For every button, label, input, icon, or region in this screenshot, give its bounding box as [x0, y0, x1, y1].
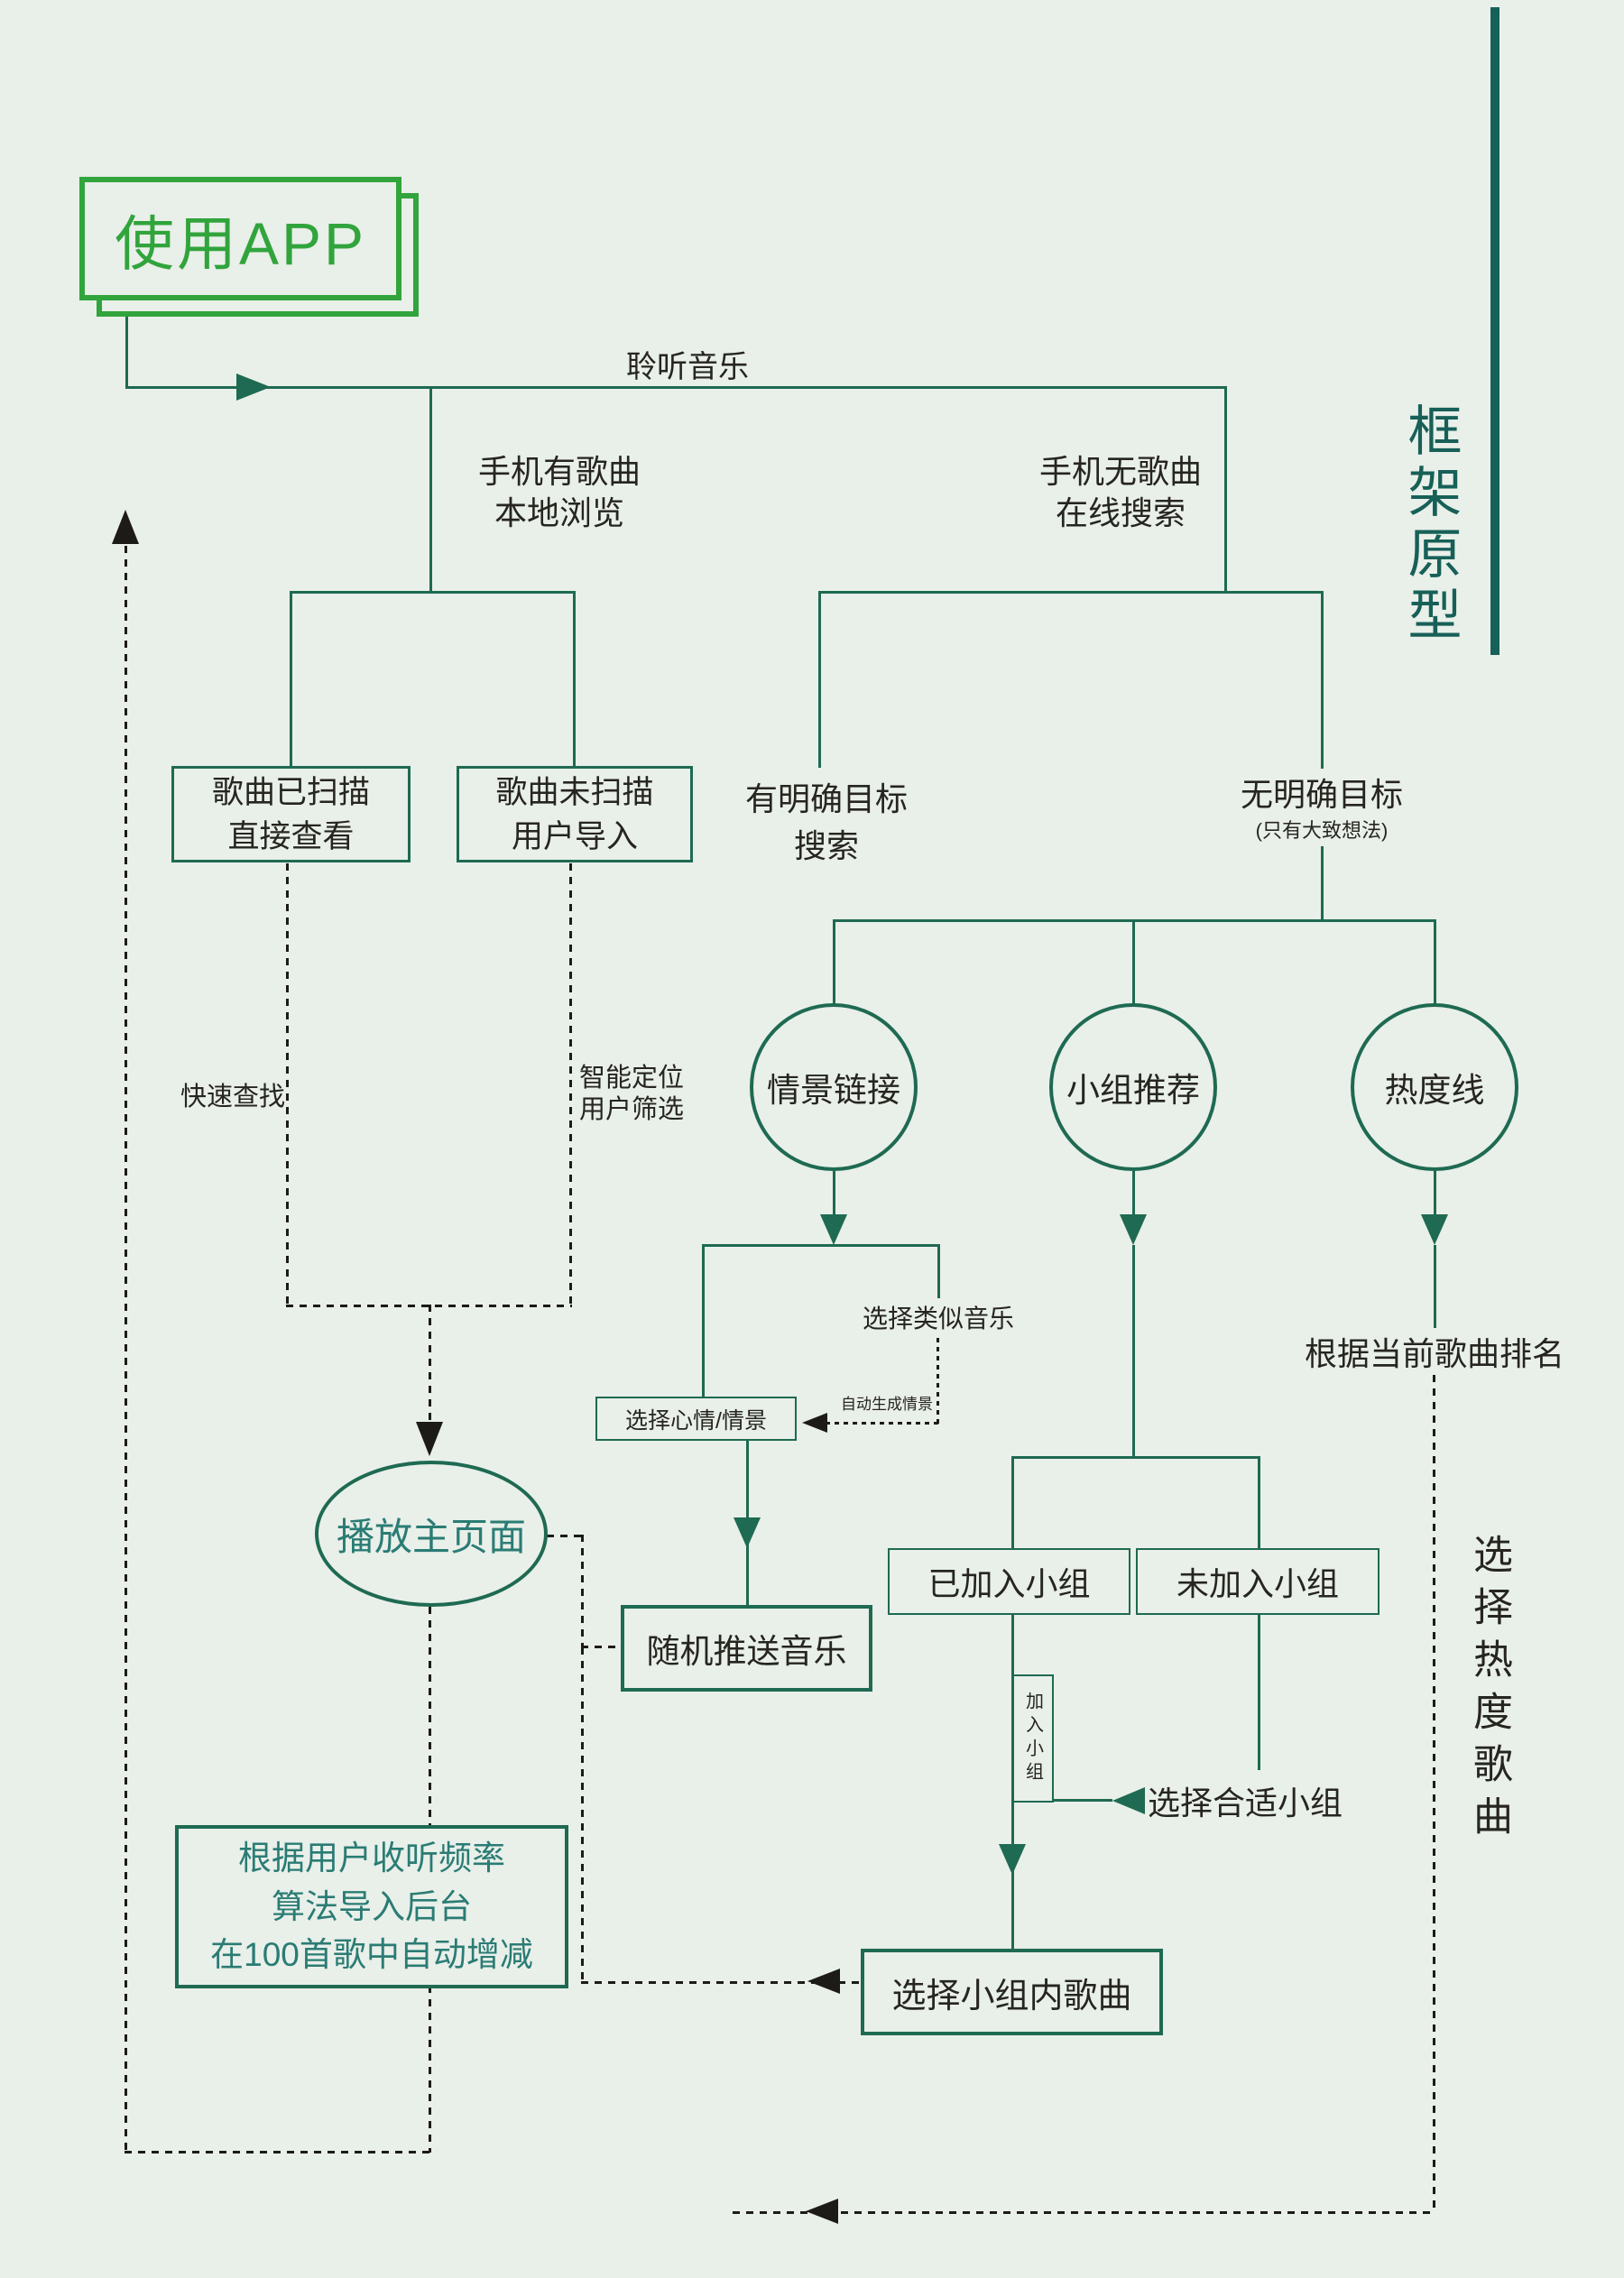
connector: [1258, 1456, 1260, 1548]
choose-similar-label: 选择类似音乐: [862, 1305, 1014, 1333]
unscanned-box: 歌曲未扫描 用户导入: [457, 766, 693, 862]
connector: [1011, 1456, 1260, 1459]
frame-title: 框架原型: [1400, 402, 1461, 648]
algorithm-line3: 在100首歌中自动增减: [210, 1936, 533, 1974]
listen-label: 聆听音乐: [626, 350, 749, 384]
connector: [125, 386, 1227, 389]
dashed-connector: [125, 2151, 432, 2153]
unclear-goal-label: 无明确目标 (只有大致想法): [1186, 774, 1457, 844]
connector: [937, 1244, 940, 1298]
connector: [125, 314, 128, 387]
dashed-arrow-left: [806, 2199, 838, 2224]
dashed-connector: [581, 1646, 621, 1648]
joined-group-box: 已加入小组: [888, 1548, 1130, 1615]
local-browse-label: 手机有歌曲 本地浏览: [451, 451, 668, 534]
algorithm-line2: 算法导入后台: [271, 1887, 472, 1925]
scanned-box: 歌曲已扫描 直接查看: [171, 766, 411, 862]
connector: [1434, 1245, 1436, 1328]
quick-find-label: 快速查找: [180, 1083, 286, 1111]
dashed-connector: [125, 546, 127, 2153]
dashed-connector: [1433, 1375, 1435, 2214]
algorithm-line1: 根据用户收听频率: [237, 1840, 505, 1877]
dashed-connector: [547, 1535, 584, 1537]
current-rank-label: 根据当前歌曲排名: [1304, 1335, 1564, 1372]
app-start-box: 使用APP: [79, 177, 401, 300]
connector: [1321, 846, 1324, 922]
connector: [1258, 1615, 1260, 1770]
dashed-arrow-up: [112, 510, 139, 544]
scanned-line1: 歌曲已扫描: [211, 774, 370, 810]
unclear-goal-line1: 无明确目标: [1240, 776, 1403, 813]
connector: [818, 591, 1324, 594]
scanned-line2: 直接查看: [227, 818, 355, 854]
choose-fit-group-label: 选择合适小组: [1148, 1785, 1343, 1821]
connector: [1434, 1171, 1436, 1214]
join-group-label: 加入小组: [1022, 1692, 1043, 1785]
connector: [1434, 919, 1436, 1005]
connector: [833, 1171, 835, 1214]
frame-title-bar: [1490, 7, 1499, 655]
flow-arrow-down: [734, 1517, 761, 1548]
flow-arrow-right: [236, 374, 271, 401]
dotted-connector: [817, 1422, 939, 1425]
connector: [833, 919, 835, 1005]
connector: [1011, 1799, 1112, 1802]
flow-arrow-down: [1421, 1214, 1448, 1245]
connector: [818, 591, 821, 768]
online-search-label: 手机无歌曲 在线搜索: [1017, 451, 1224, 534]
clear-goal-line1: 有明确目标: [744, 780, 908, 817]
dashed-connector: [581, 1647, 584, 1984]
dashed-connector: [429, 1305, 431, 1422]
unscanned-line2: 用户导入: [511, 818, 638, 854]
dotted-arrow-left: [802, 1413, 827, 1433]
online-search-line1: 手机无歌曲: [1038, 453, 1202, 490]
unscanned-line1: 歌曲未扫描: [495, 774, 654, 810]
not-joined-group-box: 未加入小组: [1136, 1548, 1379, 1615]
smart-locate-line1: 智能定位: [578, 1064, 684, 1093]
flow-arrow-down: [820, 1214, 847, 1245]
dotted-connector: [937, 1338, 939, 1425]
online-search-line2: 在线搜索: [1055, 494, 1186, 532]
local-browse-line2: 本地浏览: [494, 494, 624, 532]
connector: [702, 1244, 705, 1397]
algorithm-box: 根据用户收听频率 算法导入后台 在100首歌中自动增减: [175, 1825, 568, 1988]
local-browse-line1: 手机有歌曲: [477, 453, 641, 490]
dashed-connector: [581, 1981, 861, 1984]
connector: [290, 591, 292, 766]
mood-scene-box: 选择心情/情景: [595, 1397, 797, 1441]
smart-locate-line2: 用户筛选: [578, 1094, 684, 1124]
random-push-box: 随机推送音乐: [621, 1605, 872, 1692]
clear-goal-label: 有明确目标 搜索: [691, 776, 962, 870]
dashed-arrow-left: [807, 1969, 840, 1994]
play-home-ellipse: 播放主页面: [315, 1461, 548, 1607]
connector: [429, 387, 432, 593]
scene-link-circle: 情景链接: [750, 1003, 918, 1171]
choose-heat-song-label: 选择热度歌曲: [1467, 1534, 1511, 1848]
flow-arrow-down: [1120, 1214, 1147, 1245]
heat-line-circle: 热度线: [1351, 1003, 1518, 1171]
dashed-connector: [581, 1535, 584, 1647]
connector: [573, 591, 576, 766]
connector: [290, 591, 576, 594]
connector: [1321, 591, 1324, 769]
dashed-arrow-down: [416, 1422, 443, 1456]
connector: [1132, 919, 1135, 1005]
dashed-connector: [569, 863, 572, 1306]
connector: [702, 1244, 940, 1247]
flow-arrow-left: [1112, 1787, 1145, 1814]
connector: [1132, 1171, 1135, 1214]
join-group-box: 加入小组: [1012, 1674, 1054, 1803]
dashed-connector: [286, 863, 289, 1306]
clear-goal-line2: 搜索: [793, 827, 859, 865]
auto-scene-label: 自动生成情景: [841, 1396, 933, 1413]
flow-arrow-down: [999, 1844, 1026, 1875]
smart-locate-label: 智能定位 用户筛选: [541, 1063, 722, 1126]
connector: [1011, 1456, 1014, 1548]
connector: [1224, 387, 1227, 593]
unclear-goal-line2: (只有大致想法): [1255, 819, 1389, 842]
dashed-connector: [733, 2211, 1435, 2214]
choose-group-song-box: 选择小组内歌曲: [861, 1949, 1163, 2035]
connector: [1132, 1245, 1135, 1458]
group-recommend-circle: 小组推荐: [1049, 1003, 1217, 1171]
